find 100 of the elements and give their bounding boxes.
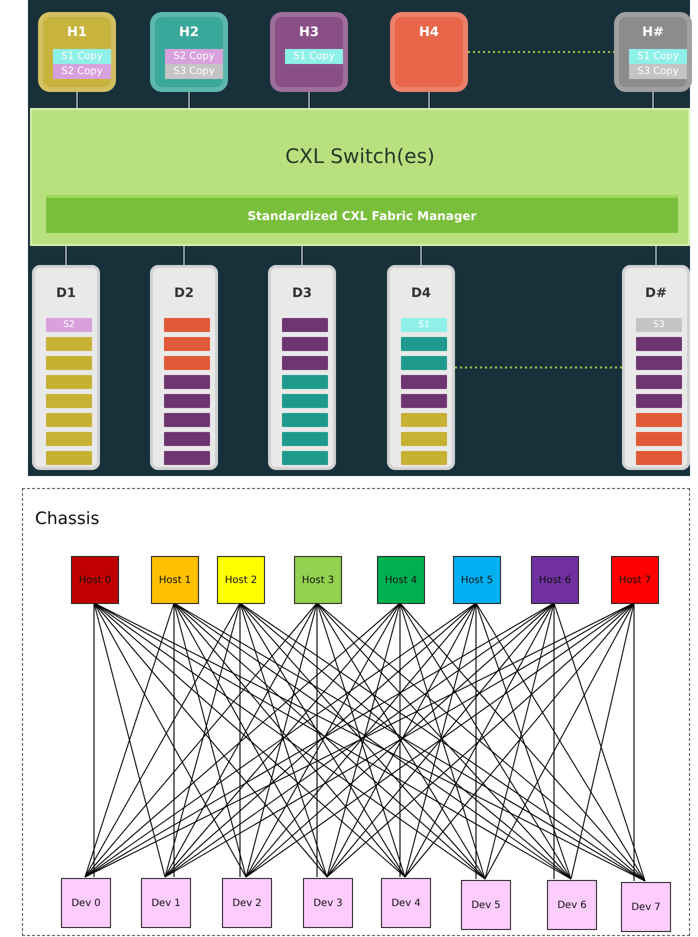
host-box: Host 0 (71, 556, 119, 604)
memory-segment (401, 375, 447, 389)
memory-segment (282, 432, 328, 446)
memory-segment (164, 432, 210, 446)
device-label: D4 (410, 286, 432, 301)
connector-line (246, 602, 318, 878)
segment-tag: S1 Copy (285, 49, 343, 64)
device-label: D2 (173, 286, 195, 301)
memory-segment (46, 337, 92, 351)
switch-title: CXL Switch(es) (284, 144, 436, 168)
connector-line (164, 602, 240, 878)
memory-segment (401, 413, 447, 427)
device-box: Dev 2 (222, 878, 272, 928)
memory-segment (46, 394, 92, 408)
connector-line (570, 602, 634, 880)
connector-line (316, 602, 406, 878)
device-card (387, 265, 455, 470)
connector-line (94, 602, 166, 878)
memory-segment: S3 (636, 318, 682, 332)
host-box: Host 4 (377, 556, 425, 604)
dotted-connector (455, 366, 622, 368)
host-label: H3 (298, 25, 320, 40)
memory-segment (282, 318, 328, 332)
host-card (150, 12, 228, 92)
memory-segment (636, 394, 682, 408)
memory-segment (46, 432, 92, 446)
device-card (32, 265, 100, 470)
connector-line (76, 92, 78, 108)
connector-line (240, 602, 328, 878)
memory-segment (401, 337, 447, 351)
memory-segment (282, 451, 328, 465)
host-label: H# (641, 25, 665, 40)
connector-line (428, 92, 430, 108)
connector-line (188, 92, 190, 108)
device-box: Dev 4 (381, 878, 431, 928)
memory-segment (46, 356, 92, 370)
connector-line (476, 602, 572, 880)
memory-segment (164, 356, 210, 370)
memory-segment (636, 451, 682, 465)
device-card (268, 265, 336, 470)
host-card (38, 12, 116, 92)
memory-segment (164, 375, 210, 389)
segment-tag: S3 Copy (165, 64, 223, 79)
connector-line (420, 246, 422, 266)
connector-line (84, 602, 174, 878)
memory-segment (636, 413, 682, 427)
memory-segment: S2 (46, 318, 92, 332)
memory-segment (282, 356, 328, 370)
memory-segment (282, 337, 328, 351)
segment-tag: S1 Copy (53, 49, 111, 64)
chassis-frame (22, 488, 690, 936)
memory-segment (164, 451, 210, 465)
memory-segment (46, 451, 92, 465)
device-label: D# (644, 286, 668, 301)
memory-segment (401, 394, 447, 408)
memory-segment (282, 413, 328, 427)
device-label: D3 (291, 286, 313, 301)
device-label: D1 (55, 286, 77, 301)
memory-segment (401, 356, 447, 370)
host-label: H1 (66, 25, 88, 40)
connector-line (404, 602, 476, 878)
switch-panel (30, 108, 690, 246)
host-card (270, 12, 348, 92)
device-box: Dev 1 (141, 878, 191, 928)
memory-segment (282, 394, 328, 408)
memory-segment (164, 394, 210, 408)
memory-segment (401, 451, 447, 465)
host-box: Host 2 (217, 556, 265, 604)
chassis-title: Chassis (35, 509, 100, 529)
connector-line (308, 92, 310, 108)
segment-tag: S2 Copy (53, 64, 111, 79)
device-box: Dev 5 (461, 880, 511, 930)
dotted-connector (468, 51, 614, 53)
segment-tag: S1 Copy (629, 49, 687, 64)
connector-line (484, 602, 554, 880)
memory-segment: S1 (401, 318, 447, 332)
connector-line (174, 602, 246, 878)
host-box: Host 3 (294, 556, 342, 604)
host-card (614, 12, 692, 92)
host-box: Host 1 (151, 556, 199, 604)
segment-tag: S3 Copy (629, 64, 687, 79)
connector-line (554, 602, 646, 882)
device-box: Dev 6 (547, 880, 597, 930)
connector-line (652, 92, 654, 108)
manager-bar: Standardized CXL Fabric Manager (46, 195, 678, 233)
connector-line (326, 602, 400, 878)
memory-segment (401, 432, 447, 446)
host-box: Host 6 (531, 556, 579, 604)
memory-segment (46, 375, 92, 389)
connector-line (316, 602, 318, 878)
memory-segment (282, 375, 328, 389)
host-label: H2 (178, 25, 200, 40)
device-card (150, 265, 218, 470)
memory-segment (636, 375, 682, 389)
device-box: Dev 7 (621, 882, 671, 932)
device-box: Dev 0 (61, 878, 111, 928)
host-label: H4 (418, 25, 440, 40)
connector-line (400, 602, 486, 880)
segment-tag: S2 Copy (165, 49, 223, 64)
host-card (390, 12, 468, 92)
